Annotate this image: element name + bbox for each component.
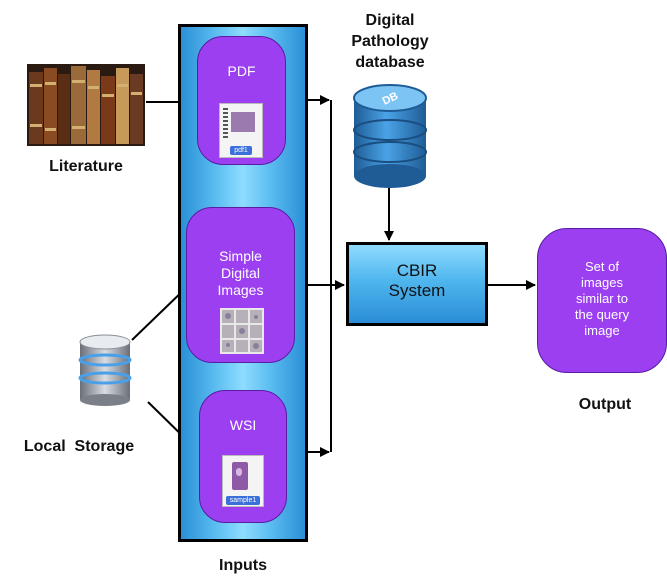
cbir-title-line-2: System	[388, 281, 446, 300]
wsi-document-icon: sample1	[222, 455, 264, 507]
literature-label: Literature	[49, 158, 123, 175]
simple-title-line-2: Digital	[221, 265, 260, 281]
cbir-system-box[interactable]: CBIR System	[346, 242, 488, 326]
inputs-caption: Inputs	[219, 557, 267, 574]
output-box[interactable]: Set of images similar to the query image	[537, 228, 667, 373]
pdf-document-icon: pdf1	[219, 103, 263, 158]
output-line-3: similar to	[575, 291, 628, 306]
database-title-line-1: Digital	[365, 12, 415, 29]
output-line-2: images	[581, 275, 623, 290]
wsi-title: WSI	[229, 417, 257, 433]
database-title-line-2: Pathology	[351, 33, 429, 50]
simple-digital-images-box[interactable]: Simple Digital Images	[186, 207, 295, 363]
books-icon	[27, 64, 145, 146]
database-icon: DB	[353, 84, 427, 188]
image-grid-icon	[220, 308, 264, 354]
pdf-file-tag: pdf1	[230, 146, 252, 155]
simple-title-line-3: Images	[217, 282, 264, 298]
local-storage-icon	[78, 334, 132, 406]
local-storage-label: Local Storage	[23, 438, 135, 455]
output-caption: Output	[578, 396, 632, 413]
database-title: Digital Pathology database	[330, 10, 450, 73]
simple-title-line-1: Simple	[219, 248, 262, 264]
output-line-4: the query	[574, 307, 630, 322]
simple-digital-images-title: Simple Digital Images	[187, 248, 294, 299]
output-line-1: Set of	[585, 259, 619, 274]
wsi-file-tag: sample1	[226, 496, 260, 505]
wsi-input-box[interactable]: WSI sample1	[199, 390, 287, 523]
database-title-line-3: database	[355, 54, 425, 71]
cbir-title-line-1: CBIR	[396, 261, 438, 280]
pdf-input-box[interactable]: PDF pdf1	[197, 36, 286, 165]
output-line-5: image	[584, 323, 620, 338]
pdf-title: PDF	[227, 63, 256, 79]
